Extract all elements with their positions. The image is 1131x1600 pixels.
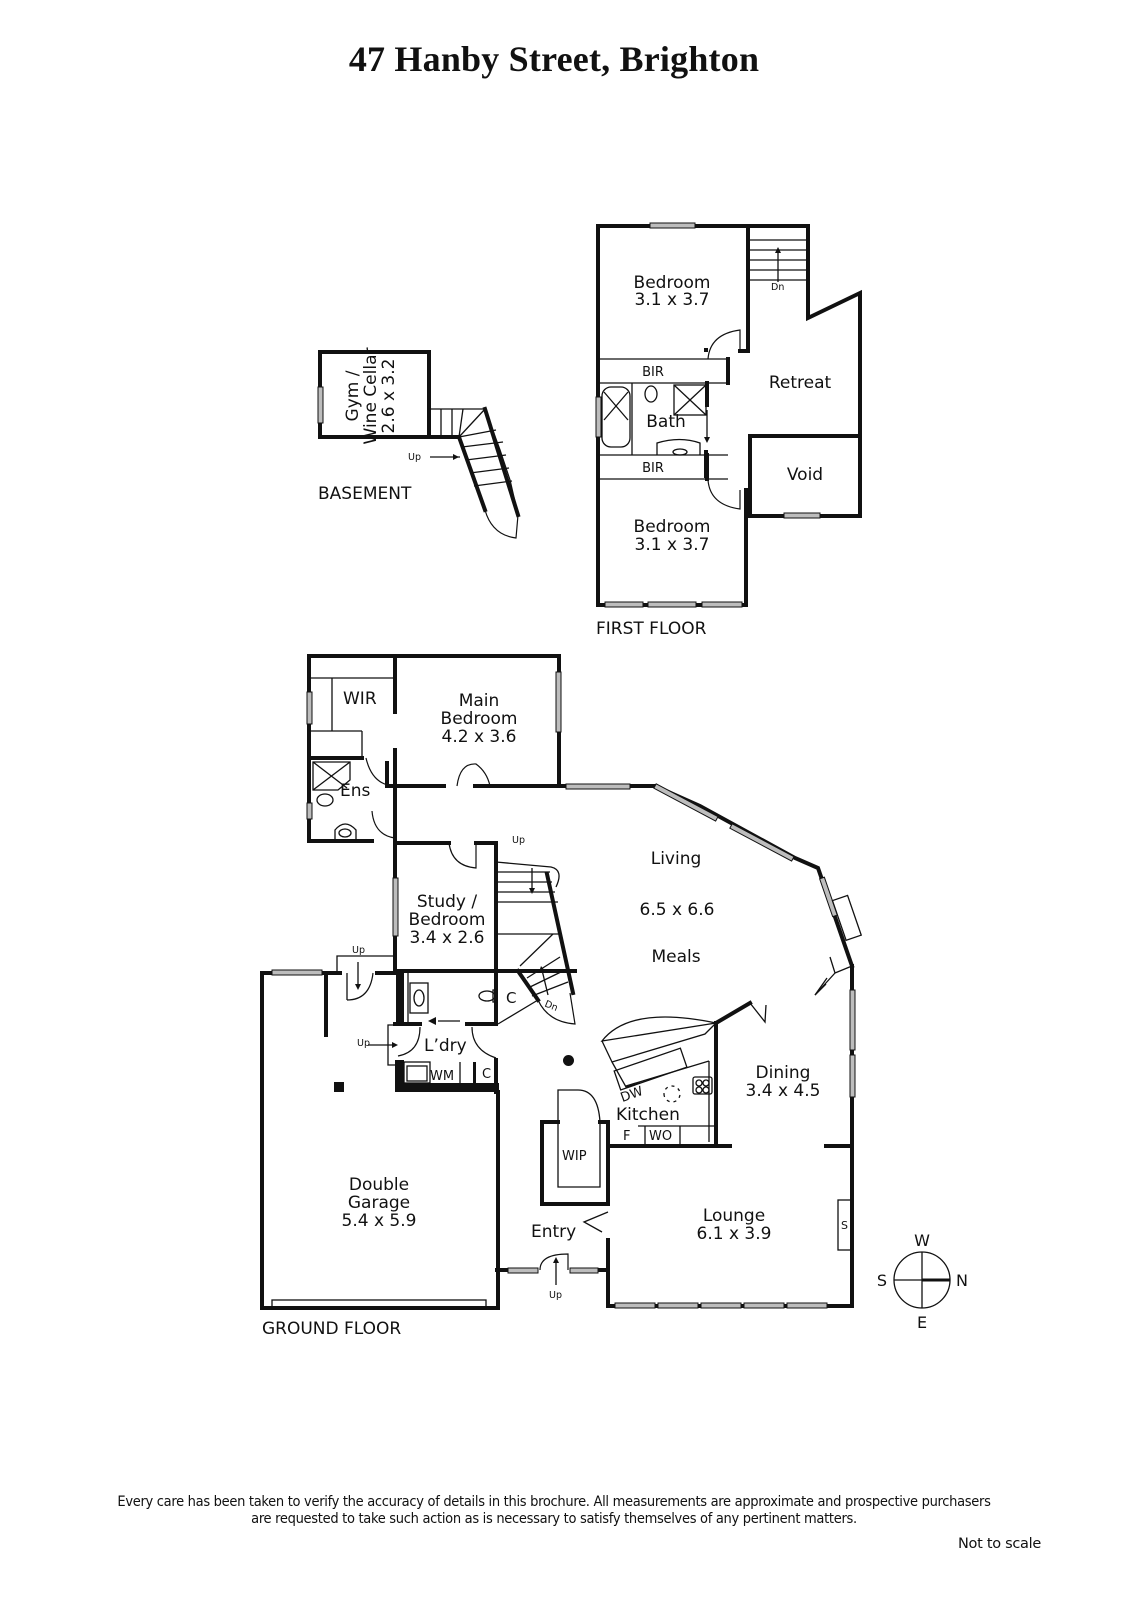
room-name: L’dry <box>424 1036 467 1056</box>
door <box>397 1026 421 1057</box>
room-size: 3.1 x 3.7 <box>635 290 710 310</box>
room-size: 3.4 x 2.6 <box>410 928 485 948</box>
basement-walls <box>318 350 431 439</box>
ground-floor-stairs[interactable] <box>495 861 576 1025</box>
room-name: Bath <box>646 412 686 432</box>
door <box>471 1026 497 1059</box>
stairs-up-label: Up <box>357 1038 370 1049</box>
front-door <box>539 1253 569 1271</box>
cupboard-label: C <box>482 1067 491 1082</box>
room-name: Ens <box>340 781 371 801</box>
room-name: Bedroom <box>634 273 711 293</box>
room-name: Bedroom <box>441 709 518 729</box>
stairs-down-label: Dn <box>543 999 559 1014</box>
door <box>707 479 741 510</box>
room-name: Void <box>787 465 823 485</box>
room-name: WIP <box>562 1149 587 1164</box>
appliance-label: F <box>623 1129 630 1144</box>
first-floor-plan: Dn Bedroom 3.1 x 3.7 BIR Bath BIR Retrea… <box>595 222 862 639</box>
compass-east: E <box>917 1313 927 1332</box>
stairs-up-label: Up <box>512 835 525 846</box>
page-title: 47 Hanby Street, Brighton <box>348 39 760 79</box>
floor-label-first-floor: FIRST FLOOR <box>596 619 707 639</box>
room-name: Retreat <box>769 373 832 393</box>
compass-north: N <box>956 1271 968 1290</box>
door <box>456 763 491 787</box>
compass-south: S <box>877 1271 887 1290</box>
column <box>563 1055 574 1066</box>
room-name: BIR <box>642 461 664 476</box>
stairs-up-label: Up <box>408 452 421 463</box>
ground-floor-plan: Up Dn <box>260 654 863 1339</box>
room-name: Study / <box>417 892 477 912</box>
room-name: Entry <box>531 1222 576 1242</box>
room-name: Wine Cellar <box>361 348 381 445</box>
room-size: 4.2 x 3.6 <box>442 727 517 747</box>
room-size: 6.5 x 6.6 <box>640 900 715 920</box>
door <box>707 329 741 360</box>
appliance-label: DW <box>619 1084 646 1106</box>
first-floor-stairs[interactable] <box>750 239 806 282</box>
door <box>346 972 374 1001</box>
storage-s <box>837 1199 853 1251</box>
stairs-up-label: Up <box>549 1290 562 1301</box>
stairs-down-label: Dn <box>771 282 784 293</box>
bath-fixtures <box>601 383 710 456</box>
floor-label-basement: BASEMENT <box>318 484 412 504</box>
floor-label-ground-floor: GROUND FLOOR <box>262 1319 401 1339</box>
cupboard-label: C <box>506 989 516 1007</box>
door <box>371 810 396 839</box>
room-name: Kitchen <box>616 1105 680 1125</box>
room-size: 3.4 x 4.5 <box>746 1081 821 1101</box>
room-name: Living <box>651 849 702 869</box>
door <box>365 757 394 787</box>
basement-stairs[interactable] <box>428 406 521 539</box>
disclaimer-line-1: Every care has been taken to verify the … <box>117 1494 991 1510</box>
room-size: 5.4 x 5.9 <box>342 1211 417 1231</box>
window <box>317 386 324 424</box>
room-name: Bedroom <box>634 517 711 537</box>
room-name: Double <box>349 1175 409 1195</box>
room-name: Main <box>459 691 500 711</box>
room-name: Garage <box>348 1193 410 1213</box>
disclaimer-line-2: are requested to take such action as is … <box>251 1511 857 1527</box>
room-name: Meals <box>651 947 700 967</box>
scale-note: Not to scale <box>958 1536 1041 1552</box>
room-name: WIR <box>343 689 377 709</box>
stairs-up-label: Up <box>352 945 365 956</box>
compass: W S N E <box>877 1231 968 1332</box>
basement-plan: Up Gym / Wine Cellar 2.6 x 3.2 BASEMENT <box>317 348 521 539</box>
room-name: Dining <box>756 1063 811 1083</box>
room-name: BIR <box>642 365 664 380</box>
room-size: 3.1 x 3.7 <box>635 535 710 555</box>
room-name: Bedroom <box>409 910 486 930</box>
room-name: Lounge <box>703 1206 765 1226</box>
room-name: Gym / <box>343 370 363 421</box>
room-size: 2.6 x 3.2 <box>379 359 399 434</box>
storage-label: S <box>841 1219 848 1232</box>
kitchen-fixtures <box>600 1016 717 1147</box>
appliance-label: WM <box>430 1069 454 1084</box>
room-size: 6.1 x 3.9 <box>697 1224 772 1244</box>
compass-west: W <box>914 1231 930 1250</box>
appliance-label: WO <box>649 1129 672 1144</box>
door <box>448 842 477 869</box>
